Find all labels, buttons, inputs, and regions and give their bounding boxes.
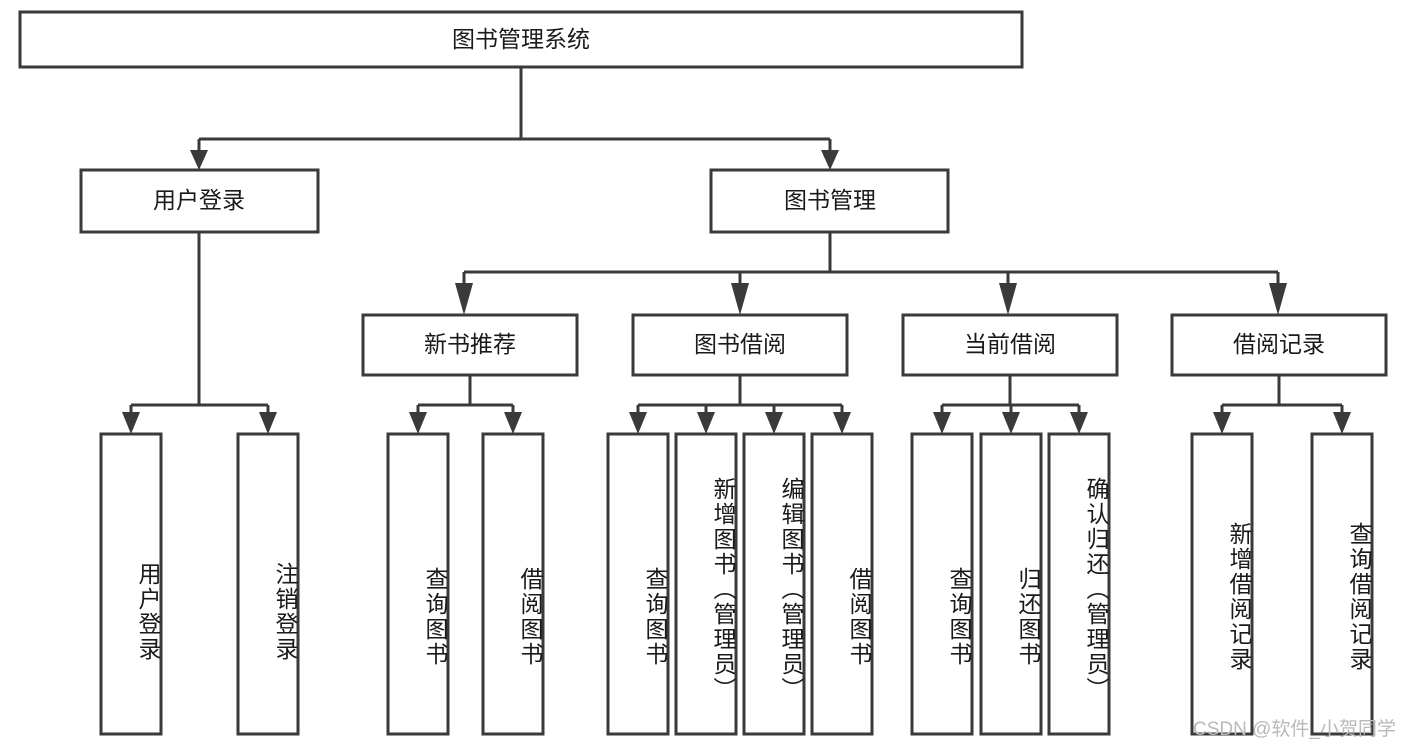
leaf-box-current-borrow-2[interactable] bbox=[1047, 432, 1111, 736]
leaf-box-new-book-recommend-0[interactable] bbox=[386, 432, 450, 736]
arrowhead-cb-leaf-1 bbox=[1002, 412, 1020, 434]
leaf-box-borrow-record-1[interactable] bbox=[1310, 432, 1374, 736]
leaf-box-current-borrow-1[interactable] bbox=[979, 432, 1043, 736]
node-user-login-label: 用户登录 bbox=[153, 187, 245, 213]
node-root-system[interactable]: 图书管理系统 bbox=[18, 10, 1024, 69]
arrowhead-cb-leaf-0 bbox=[933, 412, 951, 434]
node-book-borrow-box[interactable] bbox=[631, 313, 849, 377]
leaf-box-user-login-1[interactable] bbox=[236, 432, 300, 736]
arrowhead-bb-leaf-1 bbox=[697, 412, 715, 434]
arrowhead-nbr-leaf-1 bbox=[504, 412, 522, 434]
leaf-box-book-borrow-3[interactable] bbox=[810, 432, 874, 736]
node-borrow-record-label: 借阅记录 bbox=[1233, 331, 1325, 357]
arrowhead-bb-leaf-3 bbox=[833, 412, 851, 434]
arrowhead-br-leaf-0 bbox=[1213, 412, 1231, 434]
node-current-borrow-box[interactable] bbox=[901, 313, 1119, 377]
arrowhead-nbr-leaf-0 bbox=[409, 412, 427, 434]
arrowhead-book-mgmt bbox=[821, 150, 839, 170]
arrowhead-l3-0 bbox=[455, 283, 473, 315]
node-new-book-recommend[interactable]: 新书推荐 bbox=[361, 313, 579, 377]
node-current-borrow-label: 当前借阅 bbox=[964, 331, 1056, 357]
node-book-management[interactable]: 图书管理 bbox=[709, 168, 950, 234]
node-new-book-recommend-label: 新书推荐 bbox=[424, 331, 516, 357]
node-book-borrow[interactable]: 图书借阅 bbox=[631, 313, 849, 377]
leaf-box-book-borrow-0[interactable] bbox=[606, 432, 670, 736]
node-root-system-label: 图书管理系统 bbox=[452, 26, 590, 52]
node-book-management-label: 图书管理 bbox=[784, 187, 876, 213]
leaf-box-new-book-recommend-1[interactable] bbox=[481, 432, 545, 736]
node-borrow-record-box[interactable] bbox=[1170, 313, 1388, 377]
arrowhead-br-leaf-1 bbox=[1333, 412, 1351, 434]
csdn-watermark: CSDN @软件_小贺同学 bbox=[1193, 719, 1396, 740]
leaf-box-borrow-record-0[interactable] bbox=[1190, 432, 1254, 736]
arrowhead-l3-2 bbox=[999, 283, 1017, 315]
node-user-login[interactable]: 用户登录 bbox=[79, 168, 320, 234]
node-borrow-record[interactable]: 借阅记录 bbox=[1170, 313, 1388, 377]
arrowhead-ul-leaf-0 bbox=[122, 412, 140, 434]
leaf-box-book-borrow-1[interactable] bbox=[674, 432, 738, 736]
leaf-box-user-login-0[interactable] bbox=[99, 432, 163, 736]
arrowhead-bb-leaf-2 bbox=[765, 412, 783, 434]
node-book-management-box[interactable] bbox=[709, 168, 950, 234]
arrowhead-user-login bbox=[190, 150, 208, 170]
leaf-box-current-borrow-0[interactable] bbox=[910, 432, 974, 736]
arrowhead-l3-3 bbox=[1269, 283, 1287, 315]
node-book-borrow-label: 图书借阅 bbox=[694, 331, 786, 357]
node-current-borrow[interactable]: 当前借阅 bbox=[901, 313, 1119, 377]
arrowhead-ul-leaf-1 bbox=[259, 412, 277, 434]
leaf-box-book-borrow-2[interactable] bbox=[742, 432, 806, 736]
arrowhead-cb-leaf-2 bbox=[1070, 412, 1088, 434]
arrowhead-l3-1 bbox=[731, 283, 749, 315]
arrowhead-bb-leaf-0 bbox=[629, 412, 647, 434]
node-root-system-box[interactable] bbox=[18, 10, 1024, 69]
node-new-book-recommend-box[interactable] bbox=[361, 313, 579, 377]
